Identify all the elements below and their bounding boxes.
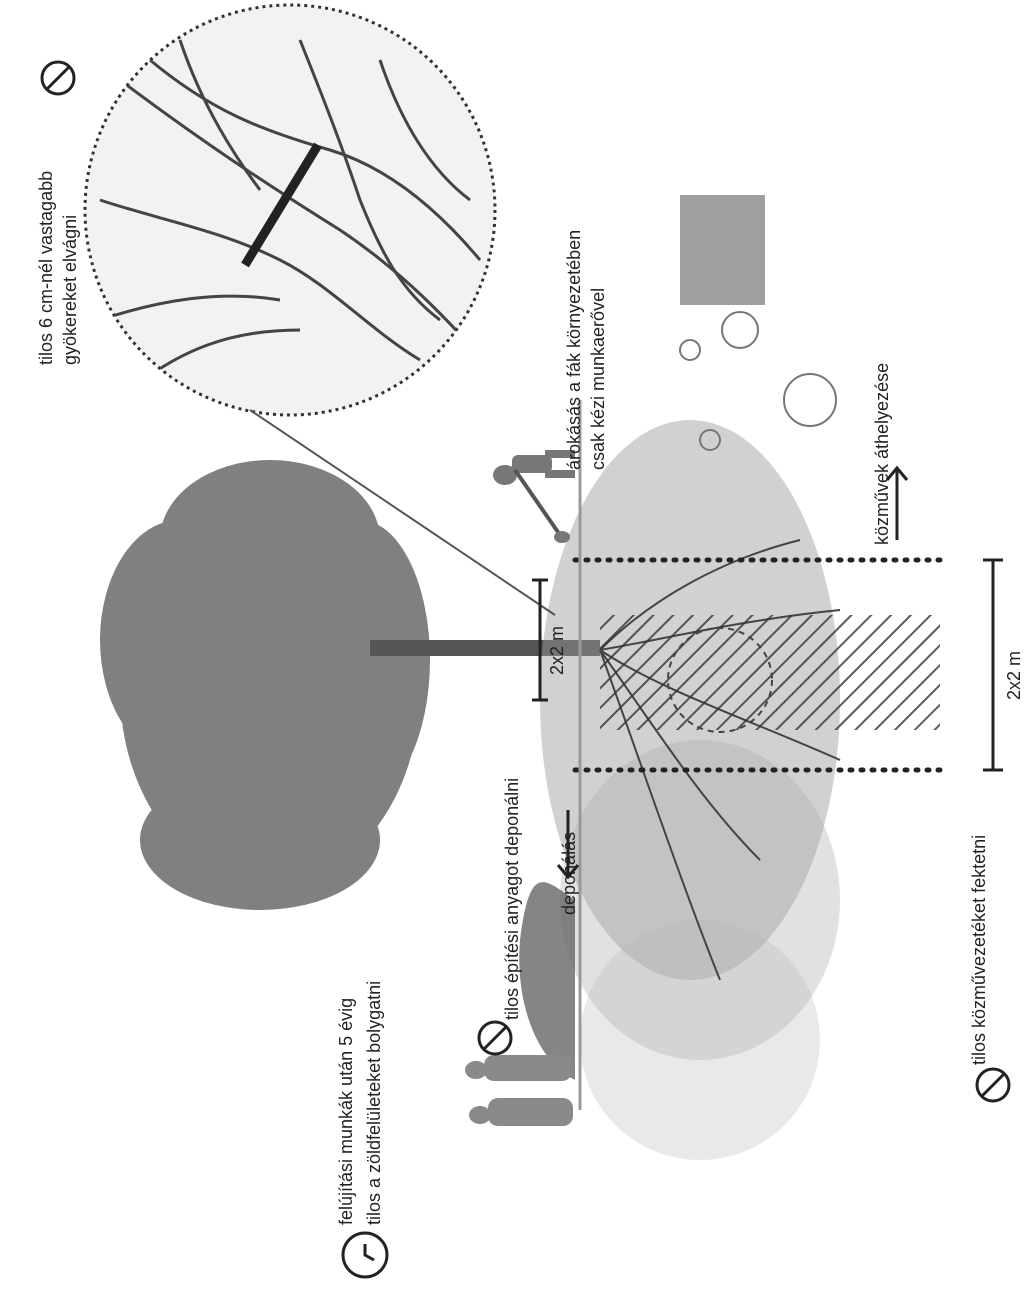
prohibited-icon xyxy=(479,1022,511,1054)
root-cut-label-line2: gyökereket elvágni xyxy=(60,215,80,365)
utility-relocation-label: közművek áthelyezése xyxy=(872,363,892,545)
worker-silhouette xyxy=(493,450,575,543)
no-deposit-label: tilos építési anyagot deponálni xyxy=(502,778,522,1020)
clock-icon xyxy=(343,1233,387,1277)
trench-label-line1: árokásás a fák környezetében xyxy=(564,230,584,470)
dimension-bracket-bottom xyxy=(983,560,1003,770)
dimension-label-bottom: 2x2 m xyxy=(1004,651,1024,700)
root-cut-label-line1: tilos 6 cm-nél vastagabb xyxy=(36,171,56,365)
renewal-label-line1: felújítási munkák után 5 évig xyxy=(336,998,356,1225)
trench-label-line2: csak kézi munkaerővel xyxy=(588,288,608,470)
protection-zone-hatch xyxy=(600,615,940,730)
soil-patch xyxy=(680,195,765,305)
tree-crown xyxy=(100,460,430,910)
prohibited-icon xyxy=(977,1069,1009,1101)
prohibited-icon xyxy=(42,62,74,94)
deposit-label: deponálás xyxy=(559,832,579,915)
people-silhouettes xyxy=(465,1055,573,1126)
magnified-roots xyxy=(85,5,500,415)
renewal-label-line2: tilos a zöldfelületeket bolygatni xyxy=(364,981,384,1225)
no-utility-lines-label: tilos közművezetéket fektetni xyxy=(969,835,989,1065)
dimension-label-top: 2x2 m xyxy=(547,626,567,675)
root-zone xyxy=(540,420,840,1160)
